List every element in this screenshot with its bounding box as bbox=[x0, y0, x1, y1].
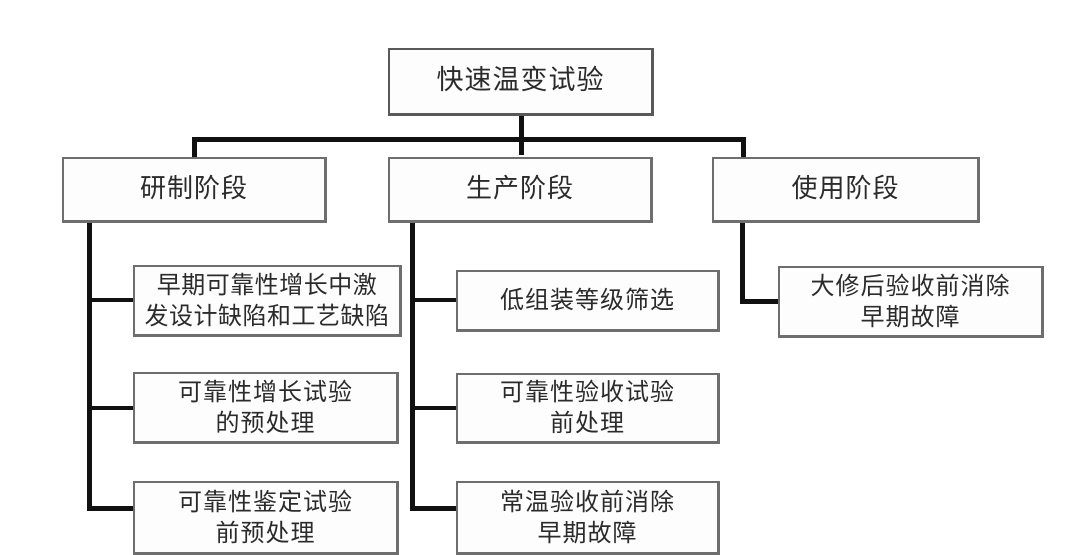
leaf-production-1: 低组装等级筛选 bbox=[456, 270, 720, 332]
node-root: 快速温变试验 bbox=[388, 48, 654, 116]
node-usage-stage: 使用阶段 bbox=[712, 157, 980, 223]
leaf-production-2: 可靠性验收试验 前处理 bbox=[456, 373, 720, 444]
connector-stub-usage-1 bbox=[740, 299, 782, 304]
connector-stub-production-1 bbox=[410, 298, 458, 302]
connector-spine-usage bbox=[740, 223, 745, 303]
connector-drop-development bbox=[192, 137, 197, 159]
leaf-development-1: 早期可靠性增长中激 发设计缺陷和工艺缺陷 bbox=[133, 265, 402, 337]
leaf-development-2: 可靠性增长试验 的预处理 bbox=[133, 372, 399, 444]
node-development-stage: 研制阶段 bbox=[62, 157, 327, 223]
node-production-stage: 生产阶段 bbox=[388, 157, 653, 223]
connector-drop-usage bbox=[741, 137, 746, 159]
connector-stub-production-3 bbox=[410, 506, 458, 511]
connector-spine-production bbox=[410, 223, 415, 510]
connector-spine-development bbox=[87, 223, 92, 510]
connector-stub-development-2 bbox=[87, 406, 135, 410]
leaf-usage-1: 大修后验收前消除 早期故障 bbox=[778, 266, 1044, 338]
leaf-development-3: 可靠性鉴定试验 前预处理 bbox=[133, 481, 399, 555]
connector-stub-development-3 bbox=[87, 506, 135, 511]
connector-level2-bus bbox=[192, 137, 746, 142]
connector-stub-production-2 bbox=[410, 406, 458, 410]
connector-root-stem bbox=[519, 116, 524, 155]
leaf-production-3: 常温验收前消除 早期故障 bbox=[456, 481, 720, 555]
connector-stub-development-1 bbox=[87, 298, 135, 302]
